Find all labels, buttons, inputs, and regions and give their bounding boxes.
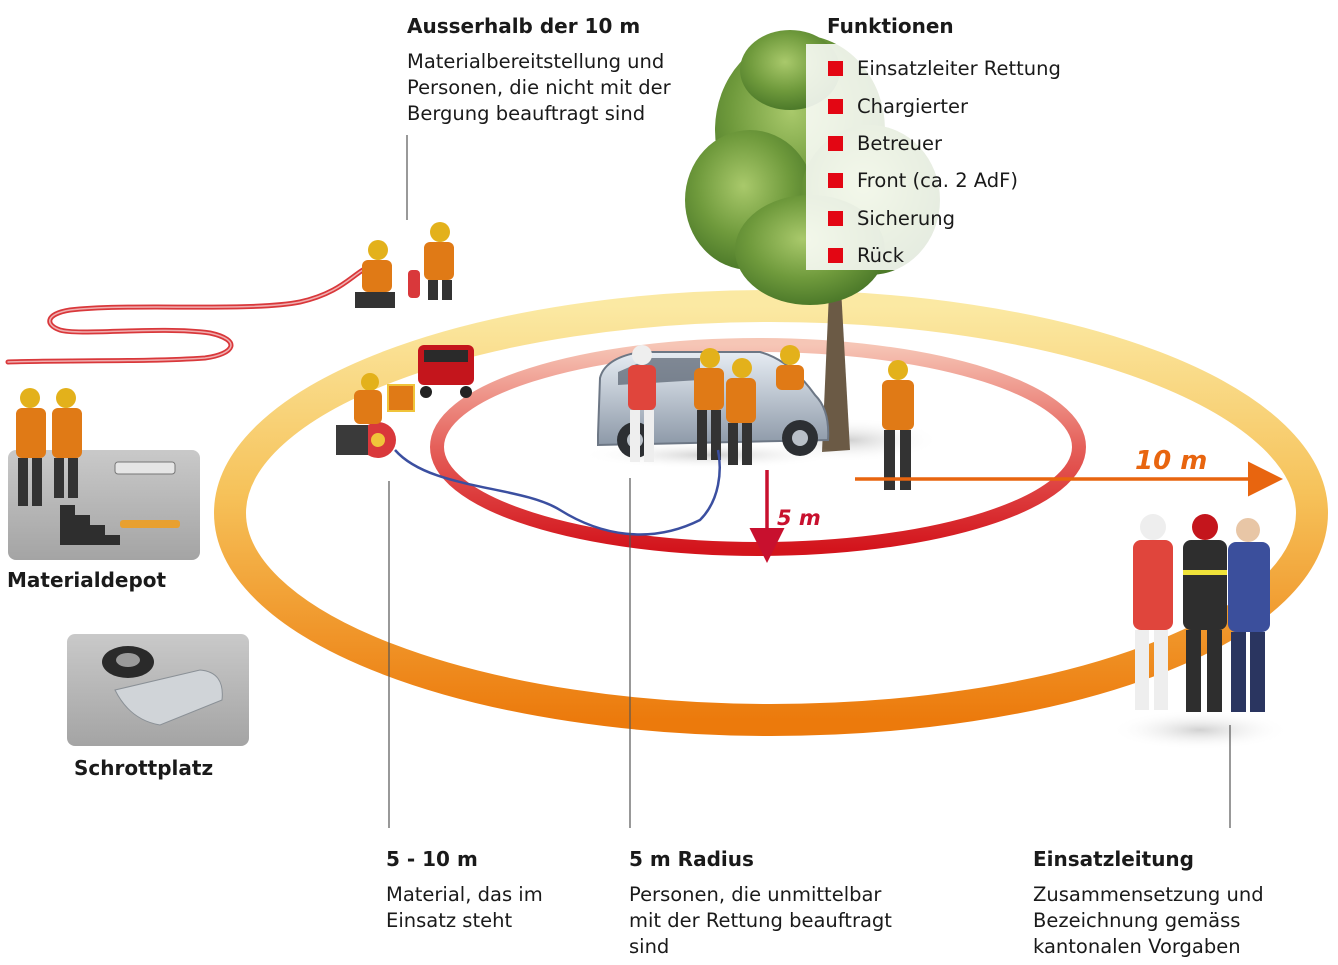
red-square-bullet (828, 98, 843, 114)
distance-10m-label: 10 m (1135, 446, 1208, 476)
hydraulic-pump-icon (336, 384, 415, 458)
schrottplatz-label: Schrottplatz (74, 756, 214, 780)
zone-5m-line: Personen, die unmittelbar (629, 883, 882, 906)
function-item: Front (ca. 2 AdF) (806, 162, 1018, 199)
zone-5m-text: 5 m Radius Personen, die unmittelbar mit… (629, 846, 892, 960)
function-item: Rück (806, 237, 1006, 274)
zone-5m-title: 5 m Radius (629, 847, 754, 871)
command-line: kantonalen Vorgaben (1033, 935, 1241, 958)
step-chocks-icon (60, 505, 120, 545)
extinguisher-icon (408, 270, 420, 298)
zone-5-10-title: 5 - 10 m (386, 847, 478, 871)
red-square-bullet (828, 248, 843, 264)
command-line: Zusammensetzung und (1033, 883, 1264, 906)
outside-zone-title: Ausserhalb der 10 m (407, 14, 641, 38)
command-text: Einsatzleitung Zusammensetzung und Bezei… (1033, 846, 1264, 960)
firefighter-icon (776, 345, 804, 390)
functions-list: Einsatzleiter Rettung Chargierter Betreu… (806, 44, 1061, 270)
function-item: Sicherung (806, 200, 1006, 237)
functions-title: Funktionen (827, 14, 954, 38)
zone-5m-line: mit der Rettung beauftragt (629, 909, 892, 932)
command-line: Bezeichnung gemäss (1033, 909, 1241, 932)
outside-zone-text: Ausserhalb der 10 m Materialbereitstellu… (407, 13, 671, 127)
outside-zone-line: Materialbereitstellung und (407, 50, 665, 73)
zone-5-10-text: 5 - 10 m Material, das im Einsatz steht (386, 846, 543, 934)
car-door-icon (114, 669, 223, 726)
function-item: Betreuer (806, 125, 1006, 162)
ram-icon (120, 520, 180, 528)
firefighter-icon (424, 222, 454, 300)
tire-icon (102, 646, 154, 678)
spreader-icon (114, 461, 176, 475)
firefighter-icon (52, 388, 82, 498)
distance-5m-label: 5 m (777, 506, 821, 530)
firefighter-icon (628, 345, 656, 462)
firefighter-icon (355, 240, 395, 308)
function-item: Chargierter (806, 87, 1006, 124)
zone-5-10-line: Einsatz steht (386, 909, 513, 932)
command-team-icon (1110, 514, 1290, 750)
firefighter-icon (354, 373, 382, 424)
red-square-bullet (828, 173, 843, 189)
firefighter-icon (694, 348, 724, 460)
generator-icon (418, 345, 474, 398)
firefighter-icon (1133, 514, 1173, 710)
materialdepot-label: Materialdepot (7, 568, 167, 592)
outside-zone-line: Personen, die nicht mit der (407, 76, 671, 99)
firefighter-icon (1183, 514, 1227, 712)
hose-line (5, 263, 375, 365)
firefighter-icon (726, 358, 756, 465)
rescue-team-icon (628, 345, 804, 465)
firefighter-icon (16, 388, 46, 506)
red-square-bullet (828, 61, 843, 77)
red-square-bullet (828, 135, 843, 151)
outer-ring-10m (214, 290, 1328, 736)
red-square-bullet (828, 210, 843, 226)
hydraulic-hose (394, 449, 721, 536)
police-icon (1228, 518, 1270, 712)
zone-5m-line: sind (629, 935, 670, 958)
function-item: Einsatzleiter Rettung (806, 50, 1061, 87)
firefighter-icon (882, 360, 914, 490)
command-title: Einsatzleitung (1033, 847, 1194, 871)
zone-5-10-line: Material, das im (386, 883, 543, 906)
outside-zone-line: Bergung beauftragt sind (407, 102, 646, 125)
